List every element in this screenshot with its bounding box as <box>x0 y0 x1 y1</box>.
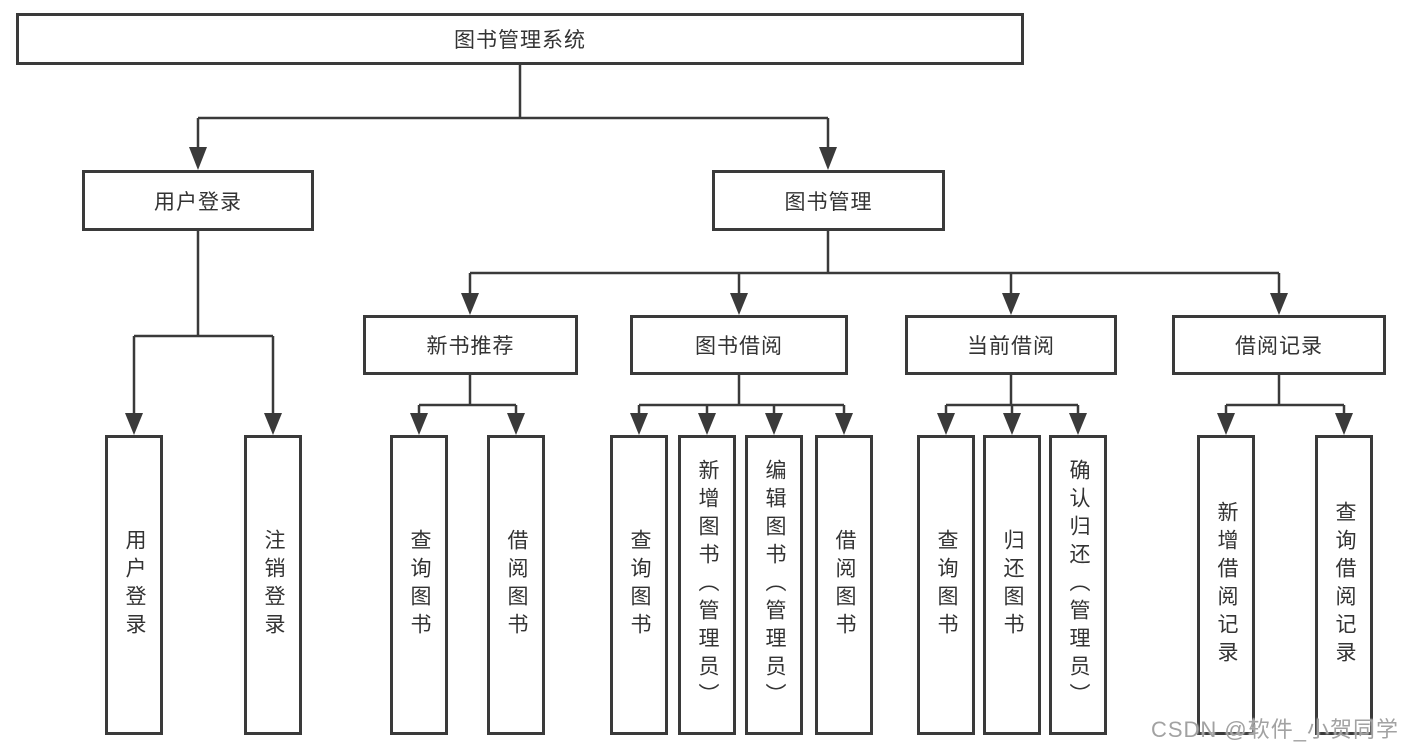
leaf-add-borrow-record: 新增借阅记录 <box>1197 435 1255 735</box>
leaf-edit-book-admin-label: 编辑图书（管理员） <box>763 459 786 711</box>
leaf-return-books: 归还图书 <box>983 435 1041 735</box>
leaf-add-borrow-record-label: 新增借阅记录 <box>1215 501 1238 669</box>
leaf-query-books-recommend: 查询图书 <box>390 435 448 735</box>
leaf-borrow-books-borrow: 借阅图书 <box>815 435 873 735</box>
leaf-query-books-current-label: 查询图书 <box>935 529 958 641</box>
leaf-user-login-label: 用户登录 <box>123 529 146 641</box>
leaf-logout-login: 注销登录 <box>244 435 302 735</box>
leaf-borrow-books-borrow-label: 借阅图书 <box>833 529 856 641</box>
leaf-query-books-borrow: 查询图书 <box>610 435 668 735</box>
node-current-borrow: 当前借阅 <box>905 315 1117 375</box>
leaf-add-book-admin: 新增图书（管理员） <box>678 435 736 735</box>
leaf-borrow-books-recommend: 借阅图书 <box>487 435 545 735</box>
node-book-borrow: 图书借阅 <box>630 315 848 375</box>
node-borrow-records-label: 借阅记录 <box>1235 335 1323 358</box>
node-borrow-records: 借阅记录 <box>1172 315 1386 375</box>
leaf-confirm-return-admin-label: 确认归还（管理员） <box>1067 459 1090 711</box>
leaf-edit-book-admin: 编辑图书（管理员） <box>745 435 803 735</box>
node-new-book-recommend-label: 新书推荐 <box>426 335 515 358</box>
node-book-management: 图书管理 <box>712 170 945 231</box>
leaf-add-book-admin-label: 新增图书（管理员） <box>696 459 719 711</box>
leaf-confirm-return-admin: 确认归还（管理员） <box>1049 435 1107 735</box>
node-book-borrow-label: 图书借阅 <box>695 335 783 358</box>
leaf-query-borrow-record-label: 查询借阅记录 <box>1333 501 1356 669</box>
leaf-logout-login-label: 注销登录 <box>262 529 285 641</box>
leaf-query-books-recommend-label: 查询图书 <box>408 529 431 641</box>
leaf-user-login: 用户登录 <box>105 435 163 735</box>
node-new-book-recommend: 新书推荐 <box>363 315 578 375</box>
node-book-management-label: 图书管理 <box>784 190 873 214</box>
node-user-login-label: 用户登录 <box>154 190 242 214</box>
node-user-login: 用户登录 <box>82 170 314 231</box>
leaf-return-books-label: 归还图书 <box>1001 529 1024 641</box>
arrowhead-icons <box>125 147 1353 435</box>
leaf-query-books-borrow-label: 查询图书 <box>628 529 651 641</box>
node-root: 图书管理系统 <box>16 13 1024 65</box>
leaf-borrow-books-recommend-label: 借阅图书 <box>505 529 528 641</box>
leaf-query-books-current: 查询图书 <box>917 435 975 735</box>
node-root-label: 图书管理系统 <box>454 29 586 52</box>
leaf-query-borrow-record: 查询借阅记录 <box>1315 435 1373 735</box>
node-current-borrow-label: 当前借阅 <box>967 335 1055 358</box>
